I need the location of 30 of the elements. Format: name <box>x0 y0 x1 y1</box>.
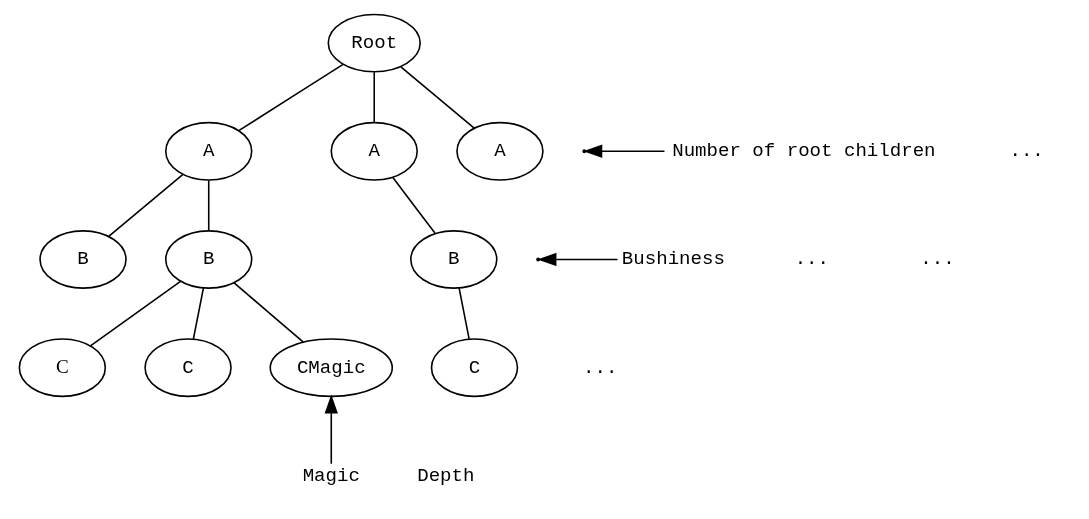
connector <box>458 287 470 340</box>
connector <box>391 176 436 234</box>
label: Depth <box>417 464 475 487</box>
connector <box>233 282 305 343</box>
node-ellipse: CMagic <box>269 338 394 398</box>
connector <box>373 71 376 123</box>
node-ellipse: C <box>18 338 107 398</box>
node-ellipse: A <box>330 121 418 181</box>
label: ... <box>1009 140 1044 163</box>
node-ellipse: B <box>410 230 498 289</box>
node-ellipse: C <box>430 338 519 398</box>
node-text: Bushiness <box>621 248 725 271</box>
node-ellipse: Root <box>327 13 421 73</box>
label: ... <box>794 248 830 271</box>
node-text: Number of root children <box>672 140 936 163</box>
connector <box>89 280 182 347</box>
connector <box>108 173 184 237</box>
connector <box>238 63 344 132</box>
node-ellipse: A <box>164 121 253 181</box>
label: ... <box>920 248 955 271</box>
connector <box>192 287 205 340</box>
node-ellipse: B <box>164 230 253 289</box>
connector <box>400 66 475 129</box>
node-text: Magic <box>302 464 360 487</box>
connector <box>207 179 210 231</box>
node-ellipse: B <box>39 230 127 289</box>
label: ... <box>583 356 618 379</box>
arrow <box>324 394 338 465</box>
node-ellipse: C <box>144 338 232 398</box>
node-ellipse: A <box>456 121 544 181</box>
